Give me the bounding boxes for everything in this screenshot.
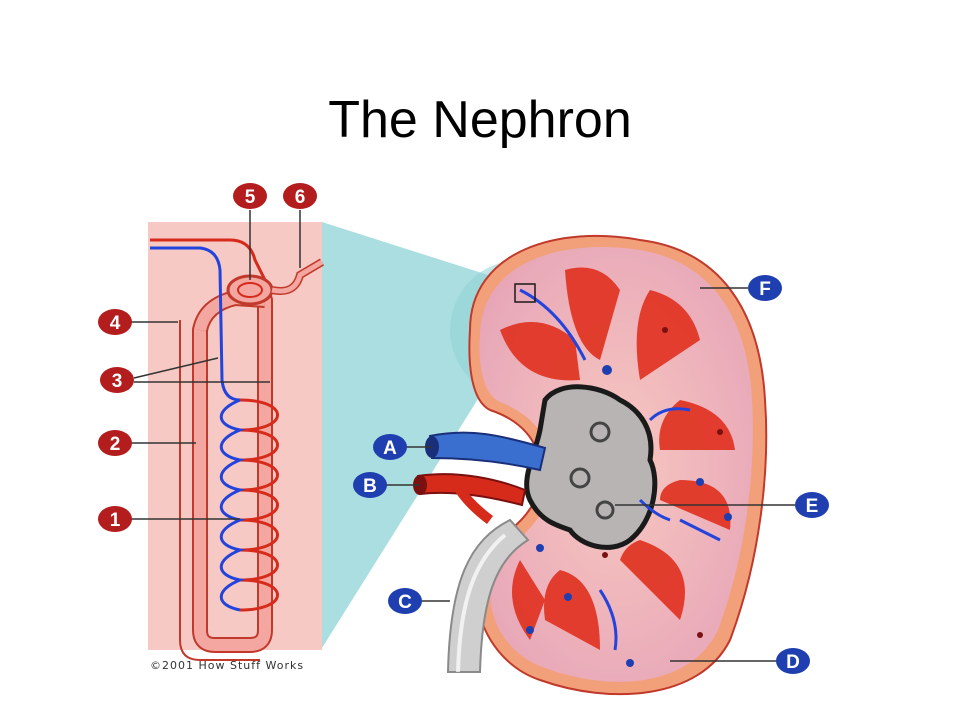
vessel-dots	[526, 365, 732, 667]
glomerulus	[226, 258, 325, 306]
label-D-text: D	[786, 652, 800, 673]
label-1-text: 1	[110, 510, 121, 531]
label-badge-E: E	[795, 492, 829, 518]
slide-title: The Nephron	[328, 91, 632, 149]
label-badge-C: C	[388, 588, 422, 614]
kidney	[468, 234, 768, 696]
label-badge-A: A	[373, 434, 407, 460]
renal-pelvis	[524, 384, 658, 550]
label-badge-B: B	[353, 472, 387, 498]
label-3-text: 3	[112, 371, 123, 392]
calyx-openings	[569, 421, 615, 520]
letter-leaders	[385, 287, 795, 662]
label-badge-5: 5	[233, 183, 267, 209]
label-badge-F: F	[748, 275, 782, 301]
label-badge-6: 6	[283, 183, 317, 209]
label-2-text: 2	[110, 434, 121, 455]
renal-vein	[428, 431, 547, 472]
zoom-box	[514, 283, 536, 303]
kidney-veins	[519, 288, 721, 651]
label-badge-1: 1	[98, 506, 132, 532]
label-badge-D: D	[776, 648, 810, 674]
label-E-text: E	[806, 496, 819, 517]
renal-artery	[416, 473, 527, 507]
label-4-text: 4	[110, 313, 121, 334]
label-B-text: B	[363, 476, 377, 497]
ureter	[446, 518, 530, 673]
label-6-text: 6	[295, 187, 306, 208]
label-badge-4: 4	[98, 309, 132, 335]
label-A-text: A	[383, 438, 397, 459]
label-F-text: F	[759, 279, 771, 300]
medullary-pyramids	[500, 267, 735, 650]
label-5-text: 5	[245, 187, 256, 208]
number-leaders	[130, 210, 301, 520]
capillary-loops	[150, 238, 279, 612]
label-badge-2: 2	[98, 430, 132, 456]
copyright-text: ©2001 How Stuff Works	[150, 659, 304, 672]
label-C-text: C	[398, 592, 412, 613]
venous-vessel	[150, 246, 246, 612]
artery-dots	[602, 327, 723, 638]
label-badge-3: 3	[100, 367, 134, 393]
